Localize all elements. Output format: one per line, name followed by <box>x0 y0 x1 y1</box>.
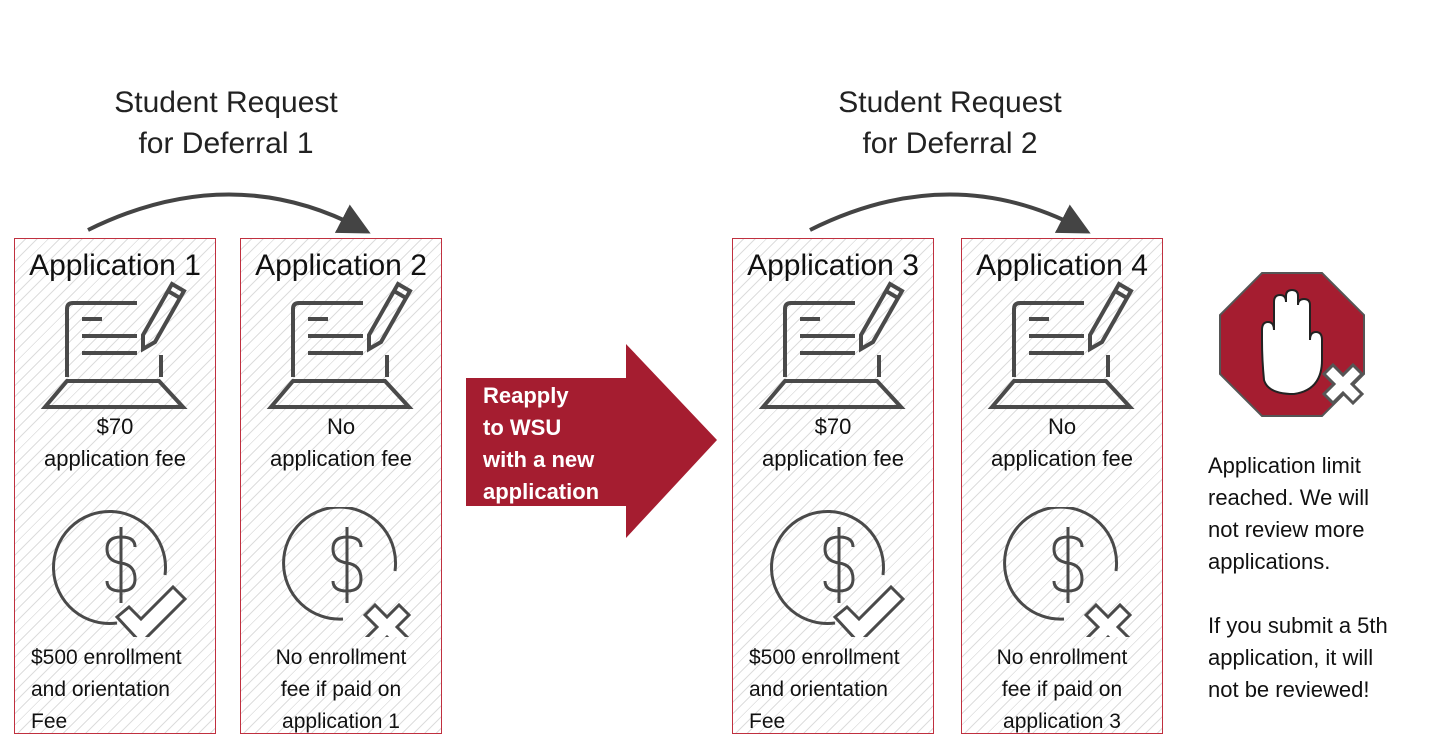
application-title: Application 2 <box>255 249 427 282</box>
reapply-line: to WSU <box>483 415 562 440</box>
enrollment-line: No enrollment <box>996 646 1128 669</box>
enrollment-line: Fee <box>31 710 68 733</box>
enrollment-fee: No enrollment fee if paid on application 3 <box>962 642 1162 738</box>
title-line: Student Request <box>838 86 1062 119</box>
fee-amount: $70 <box>814 414 852 439</box>
title-line: Student Request <box>114 86 338 119</box>
limit-message: Application limit reached. We will not r… <box>1208 450 1369 578</box>
enrollment-line: application 3 <box>1003 710 1121 733</box>
application-card: Application 1 $70 application fee $500 e… <box>14 238 216 734</box>
title-line: for Deferral 1 <box>138 127 314 160</box>
check-icon <box>832 584 906 637</box>
warning-line: If you submit a 5th <box>1208 613 1388 638</box>
application-fee: $70 application fee <box>15 411 215 475</box>
dollar-circle-icon <box>770 510 906 637</box>
message-line: Application limit <box>1208 453 1361 478</box>
fee-label: application fee <box>44 446 186 471</box>
enrollment-line: application 1 <box>282 710 400 733</box>
laptop-pencil-icon <box>266 281 414 409</box>
enrollment-line: and orientation <box>31 678 170 701</box>
reapply-line: application <box>483 479 600 504</box>
enrollment-line: Fee <box>749 710 786 733</box>
application-title: Application 4 <box>976 249 1148 282</box>
curved-arrow-2 <box>809 192 1091 234</box>
application-title: Application 3 <box>747 249 919 282</box>
fee-amount: No <box>1047 414 1077 439</box>
title-line: for Deferral 2 <box>862 127 1038 160</box>
enrollment-fee: No enrollment fee if paid on application 1 <box>241 642 441 738</box>
reapply-text: Reapply to WSU with a new application <box>483 380 599 508</box>
application-title: Application 1 <box>29 249 201 282</box>
curved-arrow-1 <box>87 192 371 234</box>
warning-line: not be reviewed! <box>1208 677 1370 702</box>
enrollment-line: fee if paid on <box>280 678 402 701</box>
application-card: Application 2 No application fee No enro… <box>240 238 442 734</box>
x-icon <box>1083 602 1133 637</box>
message-line: applications. <box>1208 549 1331 574</box>
reapply-arrow <box>466 344 717 538</box>
warning-line: application, it will <box>1208 645 1374 670</box>
fee-amount: $70 <box>96 414 134 439</box>
application-card: Application 3 $70 application fee $500 e… <box>732 238 934 734</box>
check-icon <box>114 584 188 637</box>
application-fee: $70 application fee <box>733 411 933 475</box>
reapply-line: with a new <box>483 447 595 472</box>
application-fee: No application fee <box>241 411 441 475</box>
laptop-pencil-icon <box>40 281 188 409</box>
enrollment-line: $500 enrollment <box>31 646 182 669</box>
fee-label: application fee <box>762 446 904 471</box>
dollar-circle-icon <box>52 510 188 637</box>
fee-amount: No <box>326 414 356 439</box>
deferral-1-title: Student Request for Deferral 1 <box>46 82 406 164</box>
laptop-pencil-icon <box>758 281 906 409</box>
reapply-line: Reapply <box>483 383 569 408</box>
enrollment-line: fee if paid on <box>1001 678 1123 701</box>
enrollment-line: No enrollment <box>275 646 407 669</box>
dollar-circle-icon <box>1003 507 1133 637</box>
limit-warning: If you submit a 5th application, it will… <box>1208 610 1388 706</box>
laptop-pencil-icon <box>987 281 1135 409</box>
x-icon <box>362 602 412 637</box>
deferral-2-title: Student Request for Deferral 2 <box>770 82 1130 164</box>
enrollment-line: $500 enrollment <box>749 646 900 669</box>
application-card: Application 4 No application fee No enro… <box>961 238 1163 734</box>
dollar-circle-icon <box>282 507 412 637</box>
stop-hand-icon <box>1219 272 1365 417</box>
enrollment-line: and orientation <box>749 678 888 701</box>
fee-label: application fee <box>270 446 412 471</box>
fee-label: application fee <box>991 446 1133 471</box>
message-line: not review more <box>1208 517 1365 542</box>
application-fee: No application fee <box>962 411 1162 475</box>
message-line: reached. We will <box>1208 485 1369 510</box>
